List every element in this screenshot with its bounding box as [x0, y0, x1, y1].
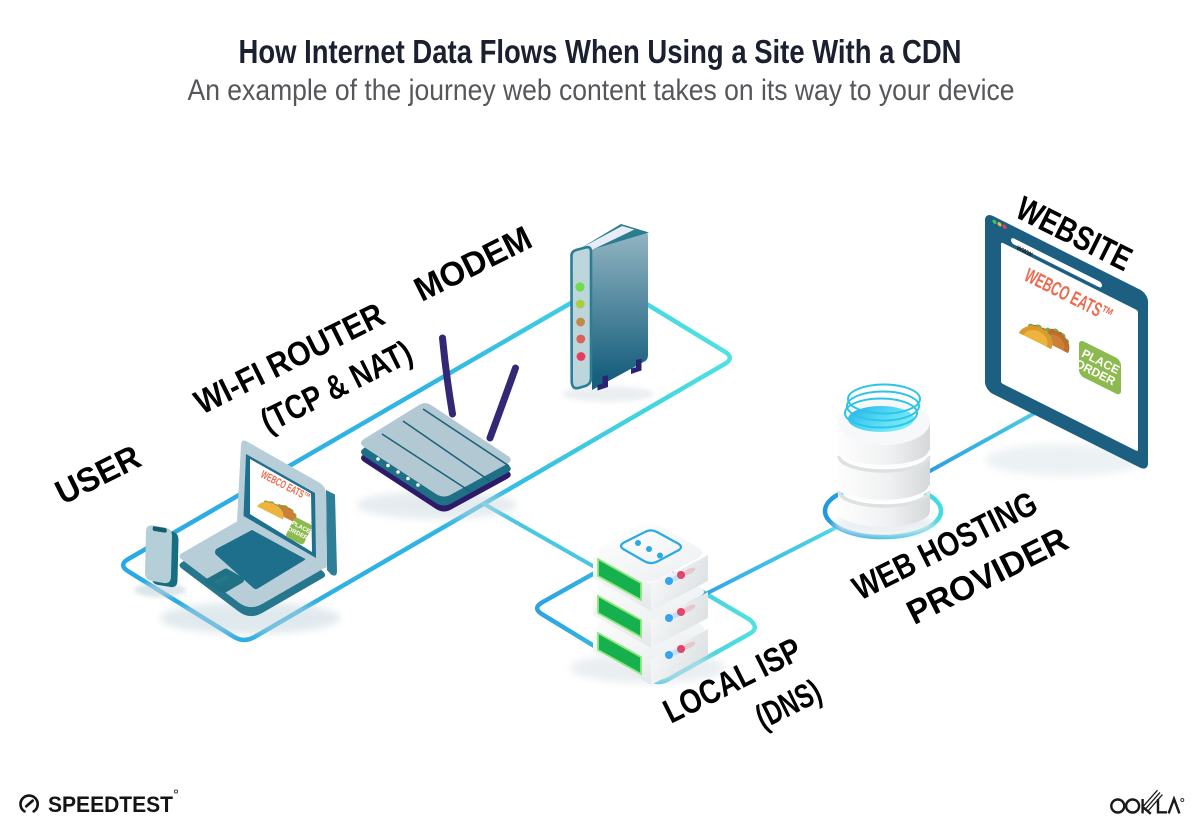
- svg-text:An example of the journey web: An example of the journey web content ta…: [188, 74, 1015, 107]
- svg-text:How Internet Data Flows When U: How Internet Data Flows When Using a Sit…: [239, 33, 962, 70]
- svg-text:SPEEDTEST: SPEEDTEST: [48, 792, 174, 817]
- svg-text:MODEM: MODEM: [408, 219, 538, 309]
- svg-text:USER: USER: [49, 438, 146, 512]
